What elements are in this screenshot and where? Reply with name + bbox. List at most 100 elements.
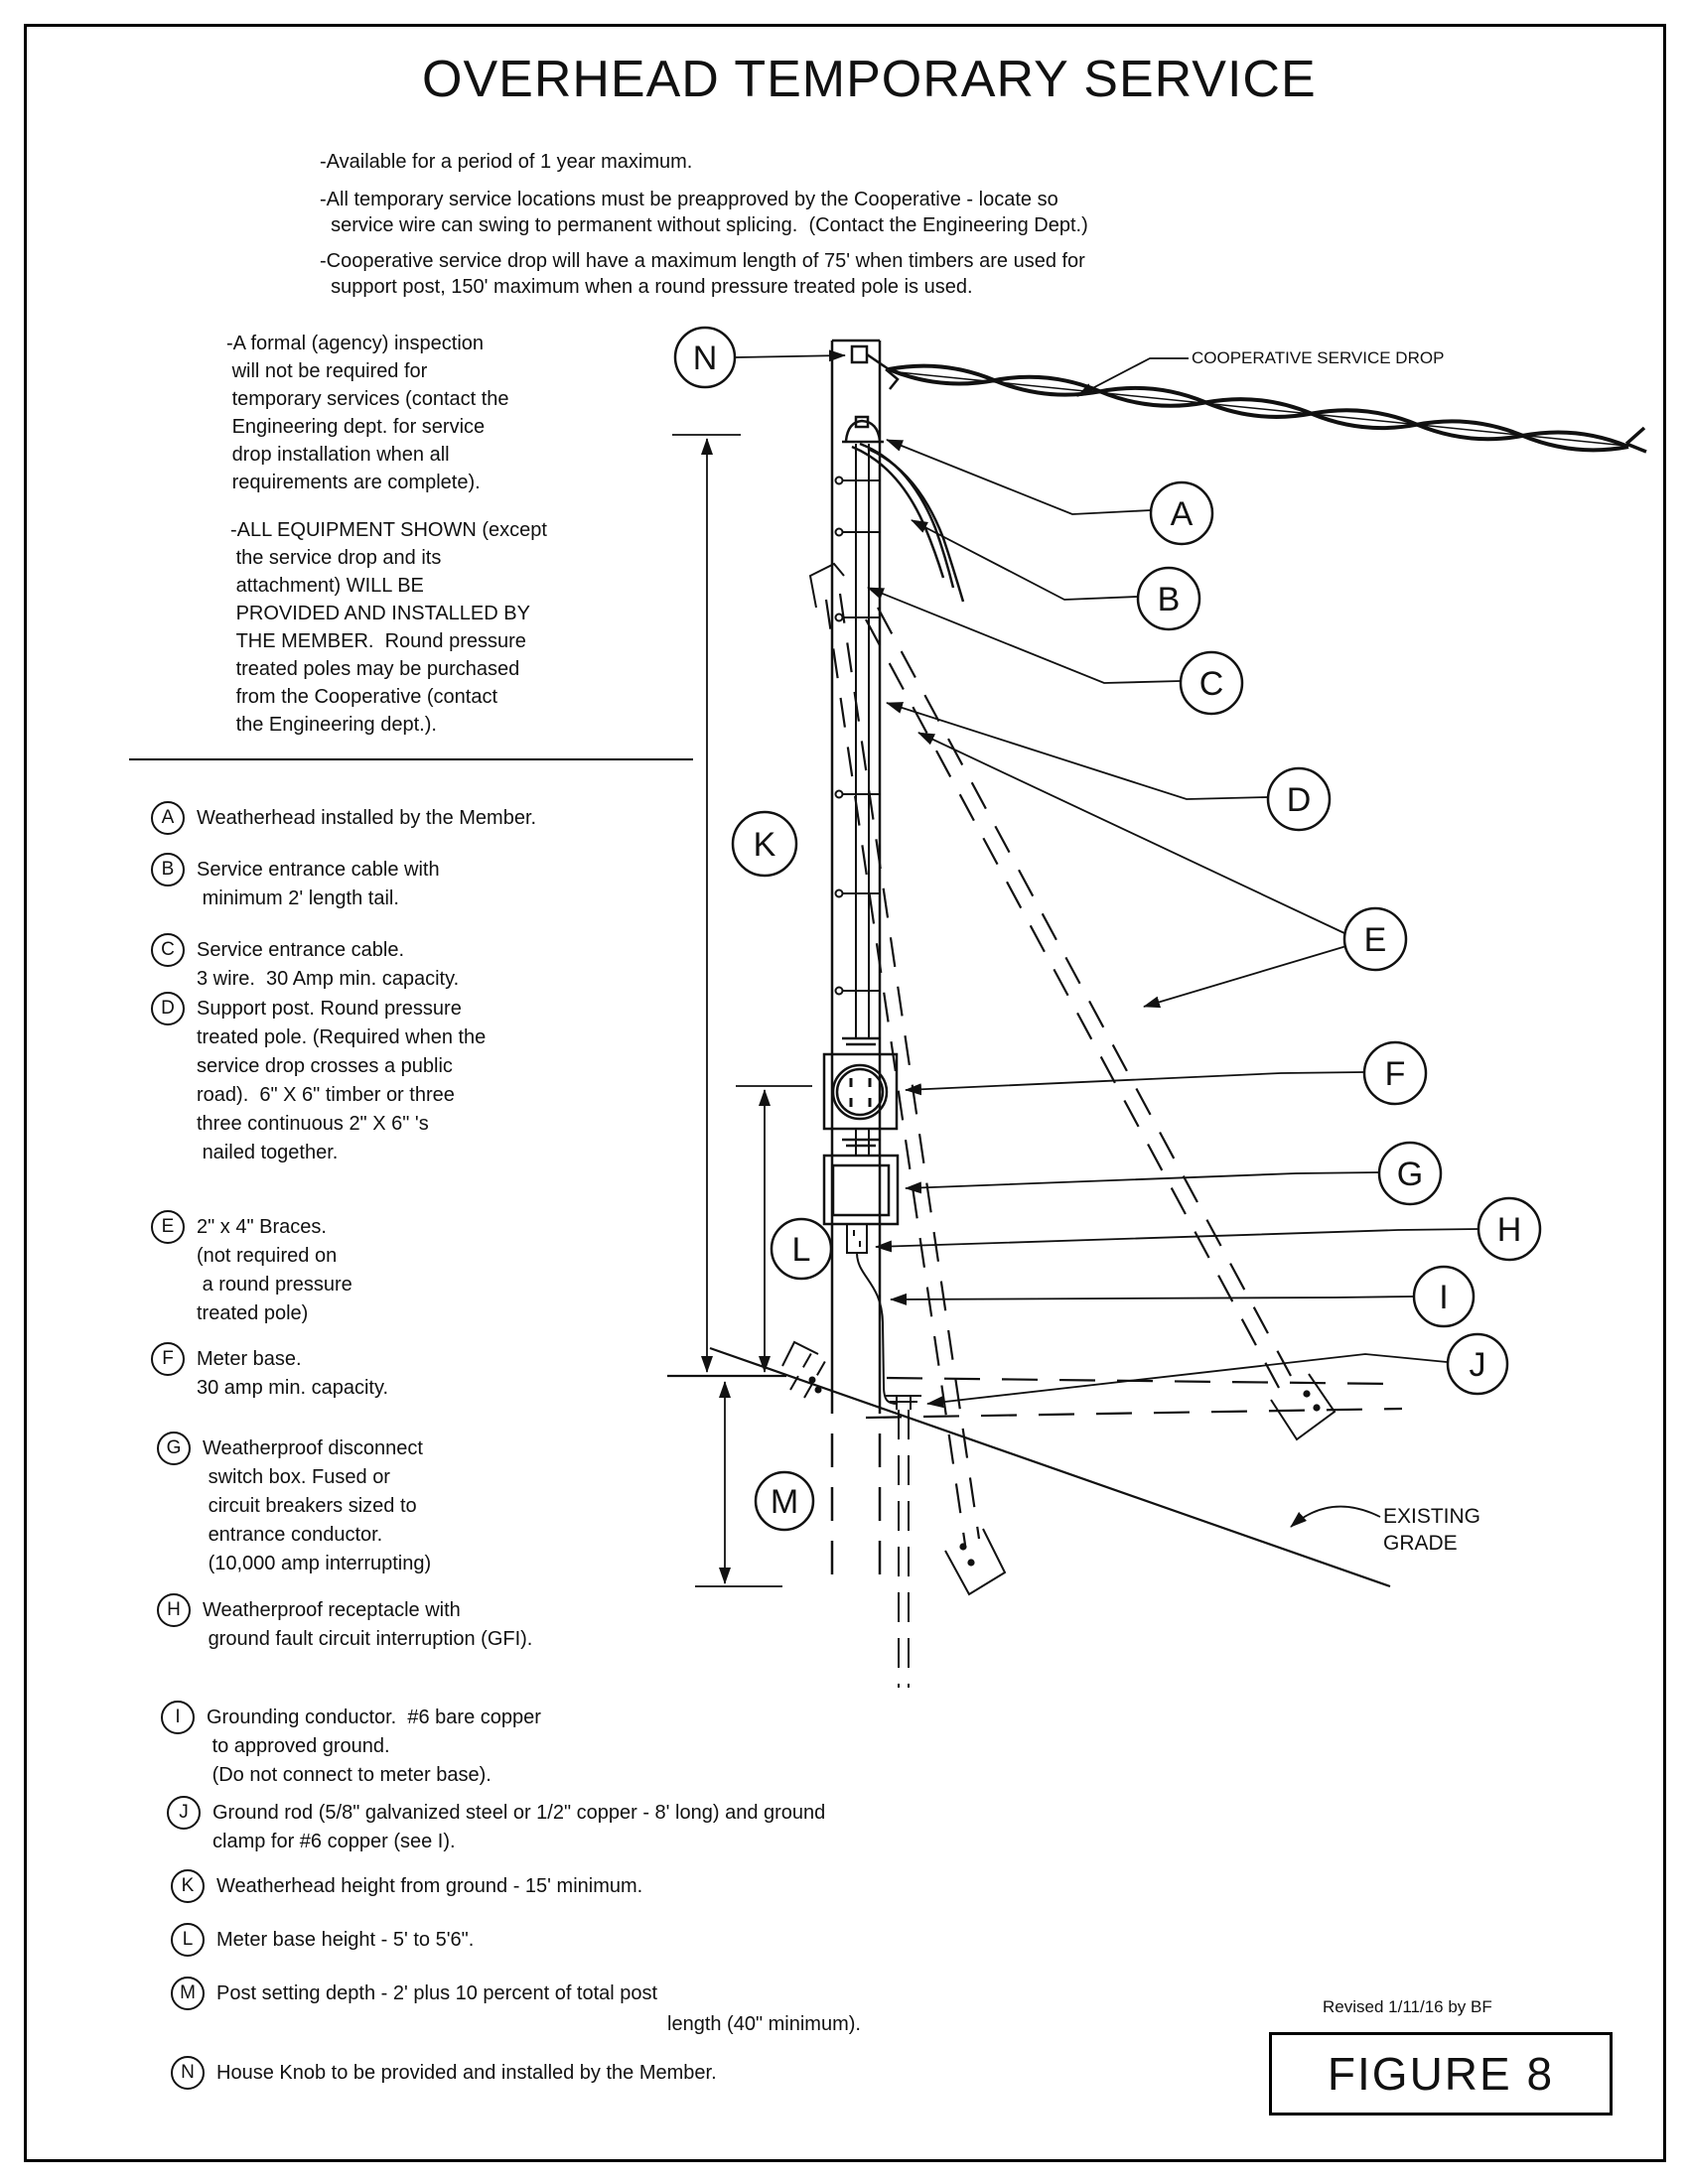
callout-j: J xyxy=(1446,1332,1509,1396)
callout-d: D xyxy=(1266,766,1332,832)
svg-text:E: E xyxy=(1364,921,1387,959)
bullet-availability: -Available for a period of 1 year maximu… xyxy=(320,151,693,173)
callout-n: N xyxy=(673,326,737,389)
svg-text:I: I xyxy=(1439,1279,1448,1316)
legend-text-l: Meter base height - 5' to 5'6". xyxy=(216,1929,475,1951)
legend-item-c: C Service entrance cable. 3 wire. 30 Amp… xyxy=(151,933,460,994)
legend-text-m: Post setting depth - 2' plus 10 percent … xyxy=(216,1982,658,2004)
grounding-conductor xyxy=(856,1252,899,1405)
legend-item-h: H Weatherproof receptacle with ground fa… xyxy=(157,1593,533,1654)
legend-badge-b: B xyxy=(151,853,185,887)
callout-k: K xyxy=(731,810,798,878)
svg-text:J: J xyxy=(1470,1346,1486,1384)
legend-text-b: Service entrance cable with minimum 2' l… xyxy=(197,859,440,909)
legend-text-n: House Knob to be provided and installed … xyxy=(216,2062,717,2084)
legend-item-d: D Support post. Round pressure treated p… xyxy=(151,992,487,1167)
service-drop-strand-2 xyxy=(888,367,1629,453)
legend-item-f: F Meter base. 30 amp min. capacity. xyxy=(151,1342,389,1403)
svg-text:H: H xyxy=(1497,1211,1522,1249)
entrance-conduit xyxy=(855,444,870,1156)
legend-text-g: Weatherproof disconnect switch box. Fuse… xyxy=(203,1437,432,1574)
legend-item-e: E 2" x 4" Braces. (not required on a rou… xyxy=(151,1210,352,1328)
callout-i: I xyxy=(1412,1265,1476,1328)
legend-badge-m: M xyxy=(171,1977,205,2010)
legend-badge-l: L xyxy=(171,1923,205,1957)
callout-leaders xyxy=(735,349,1479,1528)
bullet-preapproval: -All temporary service locations must be… xyxy=(320,189,1088,236)
page-title: OVERHEAD TEMPORARY SERVICE xyxy=(422,51,1317,108)
legend-item-g: G Weatherproof disconnect switch box. Fu… xyxy=(157,1432,432,1578)
legend-text-c: Service entrance cable. 3 wire. 30 Amp m… xyxy=(197,939,460,990)
service-drop-strand-1 xyxy=(888,363,1629,449)
callout-c: C xyxy=(1179,650,1244,716)
svg-text:N: N xyxy=(693,340,718,377)
legend-text-m-line2: length (40" minimum). xyxy=(667,2013,861,2035)
callout-m: M xyxy=(754,1470,815,1532)
service-drop-wire xyxy=(888,363,1647,454)
callout-f: F xyxy=(1362,1040,1428,1106)
legend-text-i: Grounding conductor. #6 bare copper to a… xyxy=(207,1706,541,1786)
callout-h: H xyxy=(1477,1196,1542,1262)
svg-text:C: C xyxy=(1199,665,1224,703)
legend-badge-f: F xyxy=(151,1342,185,1376)
disconnect-switch-box xyxy=(822,1154,900,1226)
legend-text-a: Weatherhead installed by the Member. xyxy=(197,807,537,829)
separator-line xyxy=(129,758,693,760)
svg-text:B: B xyxy=(1158,581,1181,618)
legend-text-e: 2" x 4" Braces. (not required on a round… xyxy=(197,1216,352,1324)
legend-badge-d: D xyxy=(151,992,185,1025)
svg-text:L: L xyxy=(792,1231,811,1269)
legend-badge-n: N xyxy=(171,2056,205,2090)
legend-badge-a: A xyxy=(151,801,185,835)
callout-a: A xyxy=(1149,480,1214,546)
legend-badge-j: J xyxy=(167,1796,201,1830)
gfi-receptacle xyxy=(846,1223,868,1254)
svg-text:D: D xyxy=(1287,781,1312,819)
legend-item-k: K Weatherhead height from ground - 15' m… xyxy=(171,1869,643,1903)
legend-item-l: L Meter base height - 5' to 5'6". xyxy=(171,1923,475,1957)
callout-l: L xyxy=(770,1217,833,1281)
legend-text-h: Weatherproof receptacle with ground faul… xyxy=(203,1599,533,1650)
brace-foot-stake xyxy=(781,1340,829,1399)
legend-text-j: Ground rod (5/8" galvanized steel or 1/2… xyxy=(212,1802,826,1852)
revision-note: Revised 1/11/16 by BF xyxy=(1323,1997,1492,2016)
brace-right xyxy=(865,607,1336,1441)
legend-item-m: M Post setting depth - 2' plus 10 percen… xyxy=(171,1977,658,2010)
existing-grade-line xyxy=(667,1346,1403,1588)
legend-badge-h: H xyxy=(157,1593,191,1627)
house-knob xyxy=(850,344,900,390)
legend-text-d: Support post. Round pressure treated pol… xyxy=(197,998,487,1163)
brace-left xyxy=(808,562,1007,1596)
figure-label: FIGURE 8 xyxy=(1327,2048,1555,2100)
legend-badge-e: E xyxy=(151,1210,185,1244)
service-drop-label: COOPERATIVE SERVICE DROP xyxy=(1192,348,1445,367)
weatherhead xyxy=(842,415,884,444)
callout-g: G xyxy=(1377,1141,1443,1206)
bullet-drop-length: -Cooperative service drop will have a ma… xyxy=(320,250,1085,298)
legend-badge-c: C xyxy=(151,933,185,967)
callout-b: B xyxy=(1136,566,1201,631)
svg-text:F: F xyxy=(1385,1055,1406,1093)
legend-item-j: J Ground rod (5/8" galvanized steel or 1… xyxy=(167,1796,826,1856)
note-inspection: -A formal (agency) inspection will not b… xyxy=(226,333,509,493)
legend-badge-g: G xyxy=(157,1432,191,1465)
existing-grade-label: EXISTING GRADE xyxy=(1383,1505,1481,1555)
ground-rod xyxy=(886,1395,921,1688)
dimension-lines xyxy=(672,434,812,1587)
legend-item-i: I Grounding conductor. #6 bare copper to… xyxy=(161,1701,541,1790)
callout-e: E xyxy=(1342,906,1408,972)
callout-bubbles: N A B C D E F G H I J K L M xyxy=(673,326,1542,1532)
conduit-clamps xyxy=(834,476,879,996)
svg-text:K: K xyxy=(754,826,776,864)
legend-badge-i: I xyxy=(161,1701,195,1734)
legend-text-f: Meter base. 30 amp min. capacity. xyxy=(197,1348,389,1399)
legend-item-a: A Weatherhead installed by the Member. xyxy=(151,801,537,835)
figure-label-box: FIGURE 8 xyxy=(1269,2032,1613,2116)
legend-text-k: Weatherhead height from ground - 15' min… xyxy=(216,1875,643,1897)
svg-text:G: G xyxy=(1397,1156,1423,1193)
legend-item-n: N House Knob to be provided and installe… xyxy=(171,2056,717,2090)
legend-item-b: B Service entrance cable with minimum 2'… xyxy=(151,853,440,913)
legend-badge-k: K xyxy=(171,1869,205,1903)
